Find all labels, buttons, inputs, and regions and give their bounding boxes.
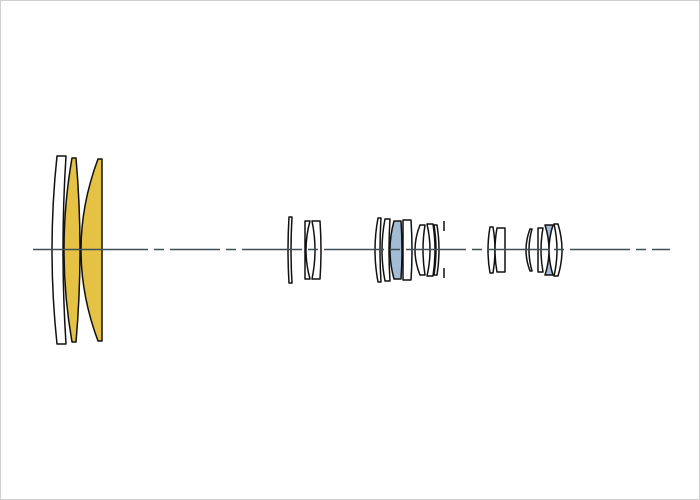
lens-element-5 [304,220,311,280]
lens-element-18 [544,224,554,276]
lens-element-8 [381,218,391,282]
